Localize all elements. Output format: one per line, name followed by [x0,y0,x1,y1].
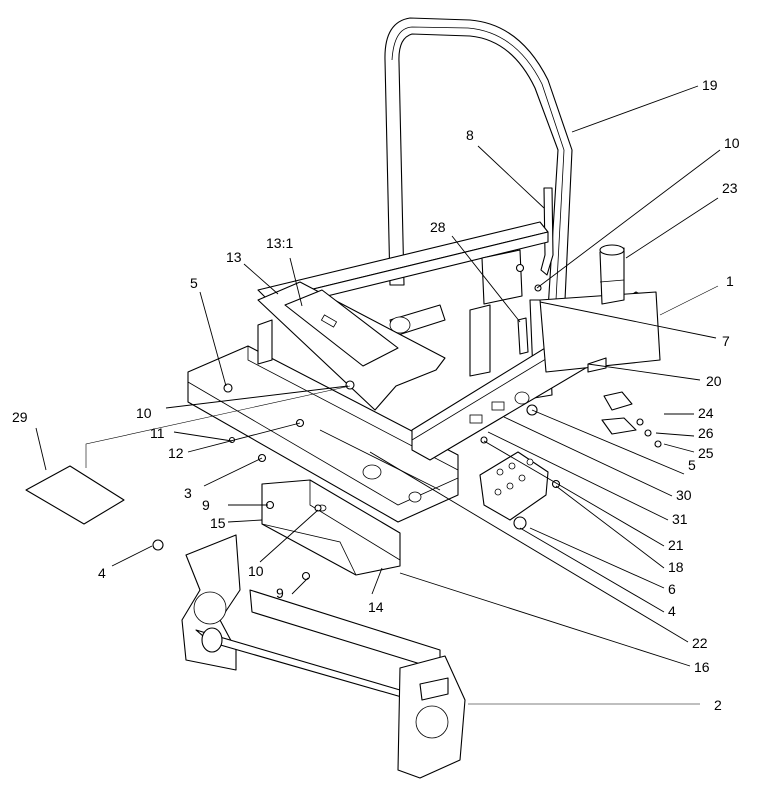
callout-10b: 10 [136,405,152,421]
callout-21: 21 [668,537,684,553]
callout-20: 20 [706,373,722,389]
callout-8: 8 [466,127,474,143]
callout-7: 7 [722,333,730,349]
callout-15: 15 [210,515,226,531]
callout-6: 6 [668,581,676,597]
seat-pan [261,479,401,576]
callout-5: 5 [190,275,198,291]
foot-plate [479,451,549,521]
main-frame [187,221,661,523]
callout-22: 22 [692,635,708,651]
callout-labels: 19 8 10 23 28 13 13:1 5 1 7 20 29 24 10 … [12,77,740,713]
callout-28: 28 [430,219,446,235]
callout-18: 18 [668,559,684,575]
callout-1: 1 [726,273,734,289]
callout-9b: 9 [276,585,284,601]
callout-5b: 5 [688,457,696,473]
callout-12: 12 [168,445,184,461]
callout-31: 31 [672,511,688,527]
callout-24: 24 [698,405,714,421]
callout-3: 3 [184,485,192,501]
callout-19: 19 [702,77,718,93]
callout-10c: 10 [248,563,264,579]
callout-16: 16 [694,659,710,675]
callout-26: 26 [698,425,714,441]
callout-14: 14 [368,599,384,615]
front-axle-frame [181,534,466,779]
callout-10: 10 [724,135,740,151]
decal [284,289,399,367]
callout-4b: 4 [668,603,676,619]
canister [599,244,625,305]
callout-4: 4 [98,565,106,581]
callout-29: 29 [12,409,28,425]
callout-11: 11 [150,425,165,441]
mount-plate [25,465,125,525]
callout-13: 13 [226,249,242,265]
callout-23: 23 [722,180,738,196]
callout-9: 9 [202,497,210,513]
callout-13-1: 13:1 [266,235,293,251]
leader-lines [35,85,721,705]
callout-2: 2 [714,697,722,713]
callout-30: 30 [676,487,692,503]
callout-25: 25 [698,445,714,461]
